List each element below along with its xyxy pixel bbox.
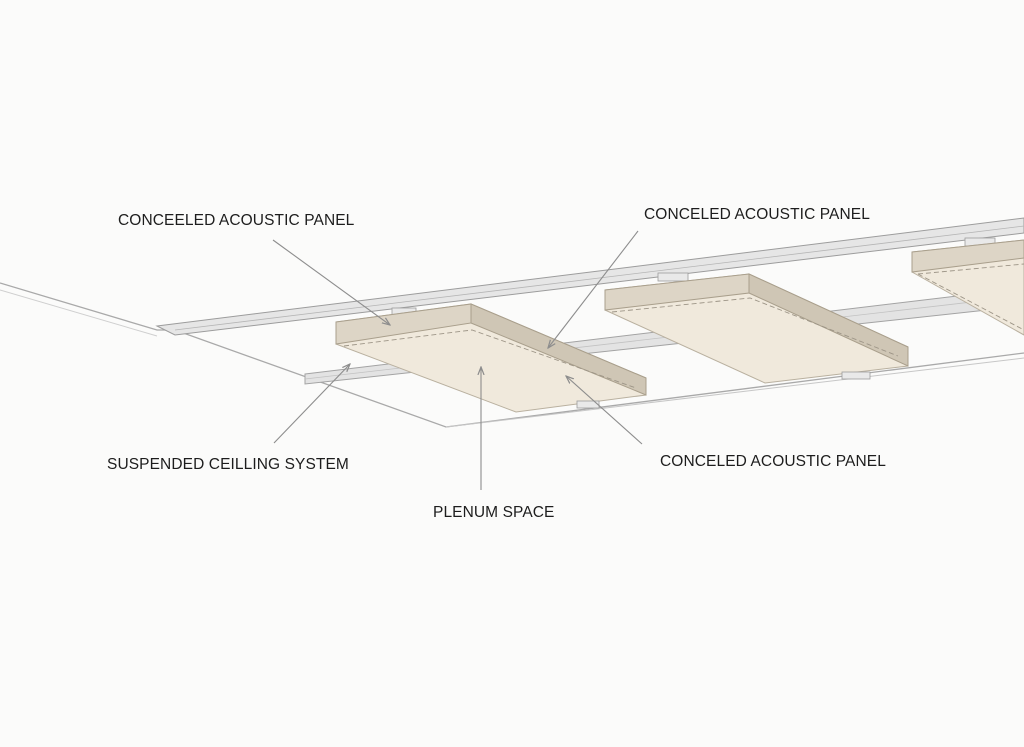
panel-3-dashed-edge bbox=[917, 263, 1024, 275]
panel-2-dashed-edge bbox=[611, 297, 899, 357]
label-concealed-panel-left: CONCEELED ACOUSTIC PANEL bbox=[118, 212, 355, 229]
labels: CONCEELED ACOUSTIC PANEL CONCELED ACOUST… bbox=[107, 206, 886, 521]
leader-suspended-ceiling bbox=[273, 364, 350, 444]
panel-1-clip bbox=[576, 400, 600, 409]
leader-lines bbox=[272, 230, 643, 490]
panel-2-side bbox=[748, 273, 909, 367]
ceiling-bottom-lip bbox=[445, 357, 1024, 428]
leader-panel-top-right bbox=[548, 230, 639, 348]
acoustic-panel-1 bbox=[335, 303, 647, 413]
acoustic-panel-3 bbox=[911, 239, 1024, 336]
label-concealed-panel-bottom-right: CONCELED ACOUSTIC PANEL bbox=[660, 453, 886, 470]
leader-panel-bottom-right bbox=[566, 376, 643, 445]
panel-1-dashed-edge bbox=[343, 329, 637, 389]
panel-2-clip bbox=[841, 371, 871, 380]
label-plenum-space: PLENUM SPACE bbox=[433, 504, 555, 521]
label-concealed-panel-top-right: CONCELED ACOUSTIC PANEL bbox=[644, 206, 870, 223]
back-main-runner bbox=[155, 217, 1024, 336]
ceiling-outer-edge-shadow bbox=[0, 289, 158, 337]
leader-panel-left bbox=[272, 239, 390, 325]
acoustic-panel-2 bbox=[604, 273, 909, 384]
label-suspended-ceiling-system: SUSPENDED CEILLING SYSTEM bbox=[107, 456, 349, 473]
hanger-clip bbox=[657, 272, 689, 282]
panel-3-front bbox=[911, 239, 1024, 273]
panel-1-side bbox=[470, 303, 647, 396]
